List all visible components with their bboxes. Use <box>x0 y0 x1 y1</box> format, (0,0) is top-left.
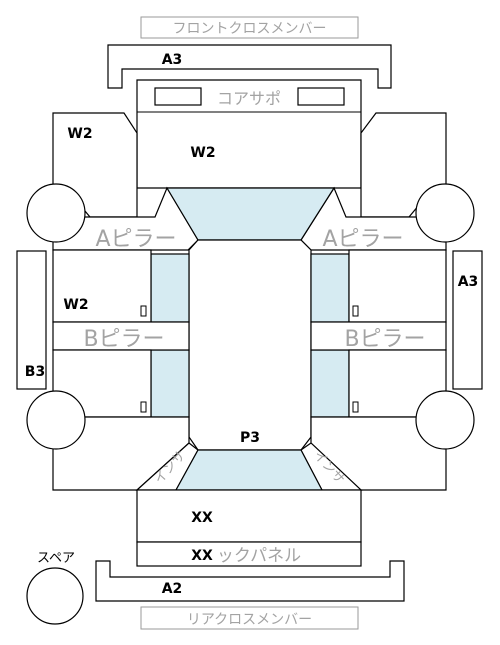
front-left-wheel[interactable] <box>26 183 86 243</box>
left-rocker[interactable]: B3 <box>16 250 47 390</box>
spare-tire[interactable]: スペア <box>26 551 84 625</box>
b-pillar-right-label: Bピラー <box>344 327 425 352</box>
right-front-window[interactable] <box>310 253 350 323</box>
rear-member[interactable]: A2 <box>95 560 405 602</box>
back-panel[interactable]: ックパネル XX <box>136 541 362 567</box>
left-front-door-code: W2 <box>63 297 88 313</box>
back-panel-code: XX <box>191 548 213 564</box>
trunk[interactable]: XX <box>136 489 362 543</box>
b-pillar-left[interactable]: Bピラー <box>52 321 190 352</box>
trunk-code: XX <box>191 510 213 526</box>
left-front-door[interactable]: W2 <box>52 249 152 323</box>
front-cross-member-label: フロントクロスメンバー <box>173 21 327 37</box>
left-front-door-handle <box>140 305 147 317</box>
rear-cross-member[interactable]: リアクロスメンバー <box>140 606 359 630</box>
a-pillar-left-label: Aピラー <box>95 227 176 252</box>
right-rocker-code: A3 <box>458 274 479 290</box>
back-panel-label: ックパネル <box>217 546 301 566</box>
a-pillar-left[interactable]: Aピラー <box>52 186 199 252</box>
front-member[interactable]: A3 <box>107 44 392 89</box>
front-member-code: A3 <box>162 52 183 68</box>
left-front-window[interactable] <box>150 253 190 323</box>
hood-code: W2 <box>190 145 215 161</box>
b-pillar-left-label: Bピラー <box>83 327 164 352</box>
left-fender-code: W2 <box>67 126 92 142</box>
roof[interactable]: P3 <box>188 239 312 451</box>
b-pillar-right[interactable]: Bピラー <box>310 321 447 352</box>
hood-panel[interactable]: W2 <box>136 79 362 189</box>
core-support-label: コアサポ <box>217 89 281 108</box>
right-rear-door-handle <box>352 401 359 413</box>
rear-cross-member-label: リアクロスメンバー <box>187 612 312 628</box>
spare-wheel[interactable] <box>26 567 84 625</box>
core-support[interactable]: コアサポ <box>154 87 345 108</box>
front-right-wheel[interactable] <box>415 183 475 243</box>
front-cross-member[interactable]: フロントクロスメンバー <box>140 16 359 39</box>
right-front-door[interactable] <box>348 249 447 323</box>
left-rocker-code: B3 <box>25 364 45 380</box>
right-rear-window[interactable] <box>310 349 350 418</box>
rear-right-wheel[interactable] <box>415 390 475 450</box>
spare-label: スペア <box>37 551 75 566</box>
roof-code: P3 <box>240 430 260 446</box>
right-front-door-handle <box>352 305 359 317</box>
right-rocker[interactable]: A3 <box>452 250 483 390</box>
rear-windshield[interactable] <box>174 449 323 491</box>
left-rear-window[interactable] <box>150 349 190 418</box>
a-pillar-right-label: Aピラー <box>322 227 403 252</box>
left-rear-door-handle <box>140 401 147 413</box>
rear-left-wheel[interactable] <box>26 390 86 450</box>
rear-member-code: A2 <box>162 581 183 597</box>
